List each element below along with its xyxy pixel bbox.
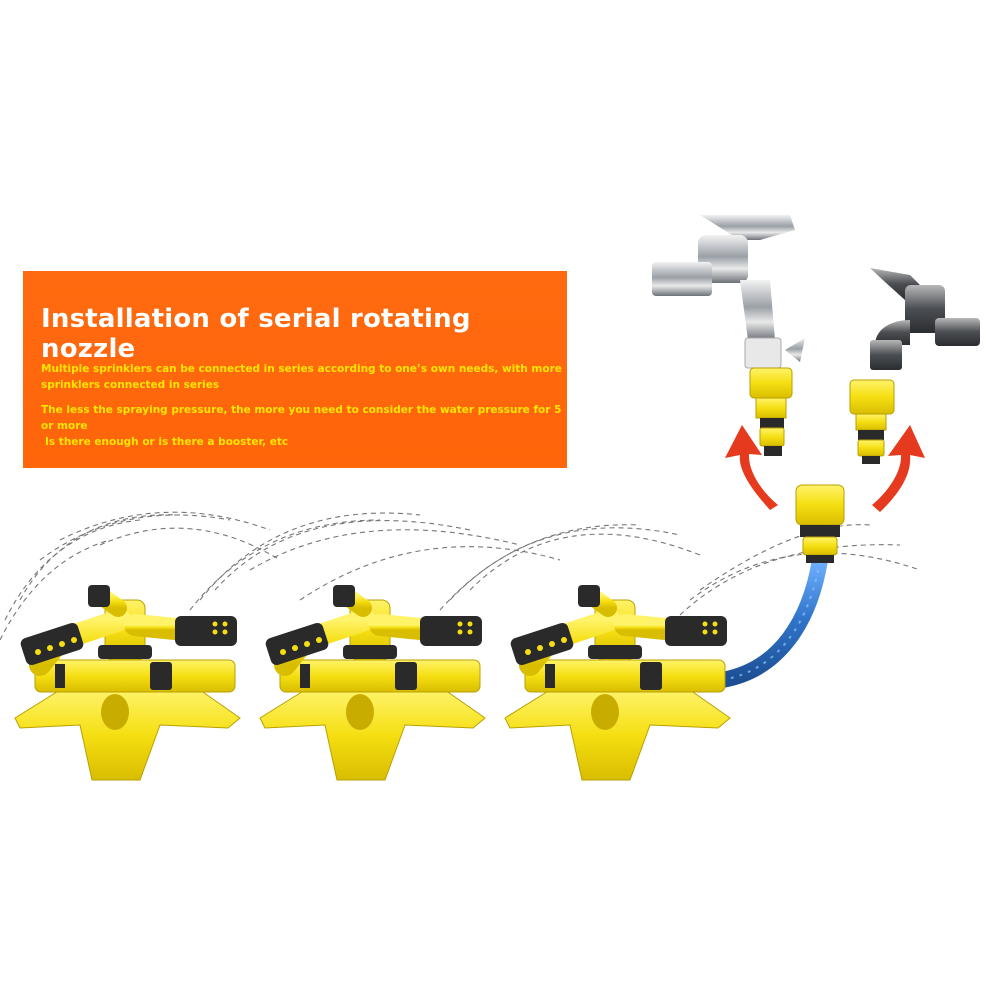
sprinkler-icon <box>504 585 731 781</box>
banner-title: Installation of serial rotating nozzle <box>41 304 471 364</box>
banner-text-line: or more <box>41 420 88 432</box>
sprinkler-icon <box>14 585 241 781</box>
banner-text-line: sprinklers connected in series <box>41 379 220 391</box>
garden-hose <box>0 558 828 688</box>
hose-connector-icon <box>795 484 845 563</box>
faucet-icon <box>849 268 980 464</box>
banner-text-line: The less the spraying pressure, the more… <box>41 404 562 416</box>
faucet-icon <box>652 215 805 456</box>
spray-lines <box>0 511 921 641</box>
curved-arrow-icon <box>872 425 925 512</box>
sprinkler-icon <box>259 585 486 781</box>
banner-text-line: Is there enough or is there a booster, e… <box>45 436 289 448</box>
info-banner: Installation of serial rotating nozzle M… <box>23 271 567 468</box>
curved-arrow-icon <box>725 425 778 510</box>
banner-text-line: Multiple sprinklers can be connected in … <box>41 363 562 375</box>
